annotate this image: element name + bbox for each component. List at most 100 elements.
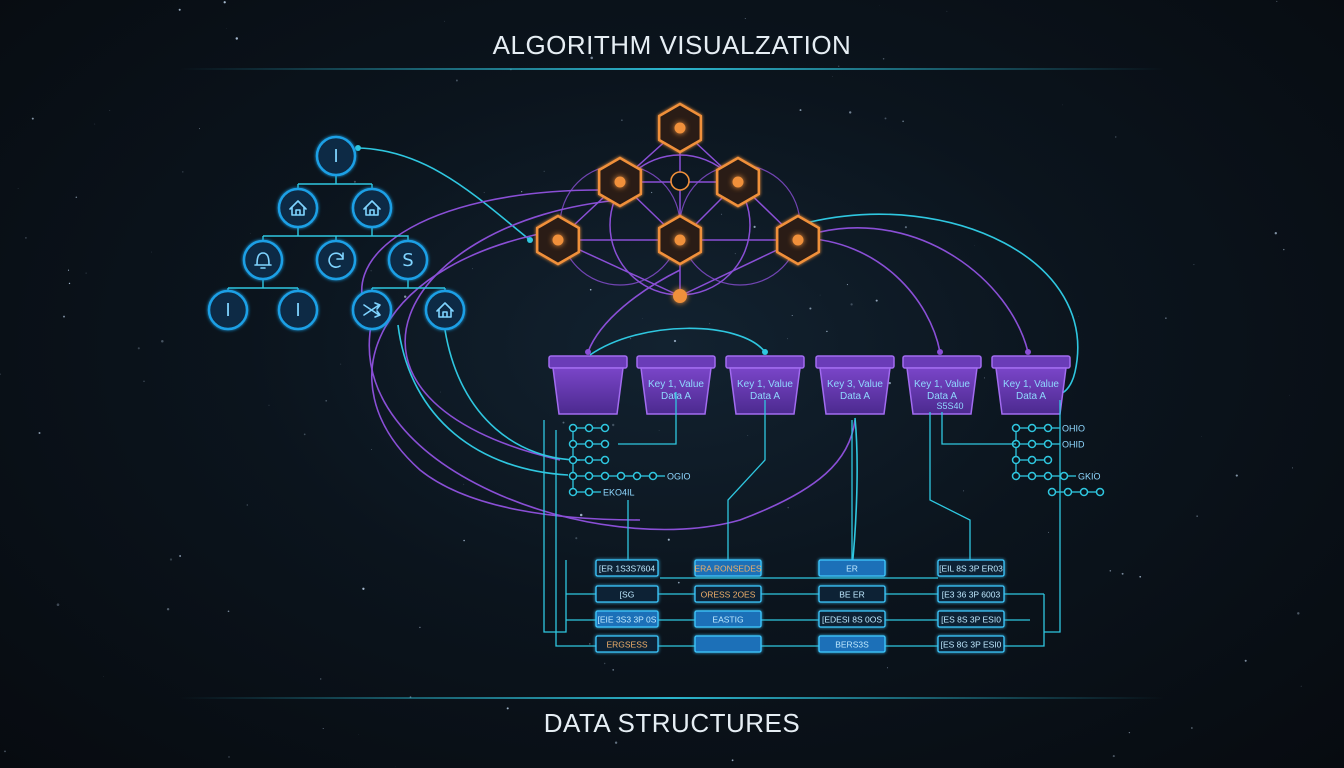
- chain-node: [632, 471, 642, 481]
- star: [744, 17, 746, 20]
- table-cell: [818, 635, 886, 653]
- chain-node: [1043, 423, 1053, 433]
- tree-edge: [298, 174, 372, 185]
- hex-node-core: [552, 234, 564, 246]
- chain-node: [1027, 455, 1037, 465]
- star: [589, 643, 591, 645]
- bucket-value-text: Data A: [750, 391, 780, 402]
- hex-node-core: [674, 234, 686, 246]
- hex-node-core: [792, 234, 804, 246]
- house-icon: [436, 302, 454, 318]
- star: [621, 119, 623, 121]
- table-cell-text: [SG: [620, 590, 635, 600]
- star: [904, 226, 907, 229]
- star: [103, 676, 104, 677]
- star: [161, 339, 164, 343]
- tree-node: [424, 289, 466, 331]
- house-icon: [289, 200, 307, 216]
- star: [63, 315, 65, 318]
- star: [1121, 572, 1124, 575]
- star: [227, 610, 230, 613]
- star: [1276, 0, 1278, 2]
- star: [589, 288, 592, 291]
- star: [38, 432, 41, 434]
- star: [791, 314, 793, 317]
- chain-label: GKIO: [1078, 472, 1101, 482]
- icon-path: [436, 302, 454, 318]
- hex-node-core: [614, 176, 626, 188]
- link-cyan: [589, 327, 766, 356]
- table-cell: [818, 585, 886, 603]
- tree-node-label: I: [295, 300, 300, 321]
- star: [850, 303, 853, 306]
- table-wire: [555, 430, 1045, 647]
- star: [1115, 136, 1117, 138]
- star: [463, 483, 465, 485]
- link-cyan: [851, 417, 858, 569]
- star: [799, 109, 802, 112]
- table-cell: [937, 559, 1005, 577]
- chain-label: OGIO: [667, 472, 691, 482]
- star: [340, 363, 342, 365]
- table-cell-text: ERGSESS: [606, 640, 647, 650]
- tree-node-label: I: [225, 300, 230, 321]
- star: [404, 295, 407, 298]
- chain-node: [568, 423, 578, 433]
- star: [1291, 467, 1294, 469]
- star: [612, 423, 615, 427]
- star: [849, 111, 852, 114]
- star: [1196, 515, 1198, 517]
- table-cell-text: [EDESI 8S 0OS: [822, 615, 882, 625]
- table-cell: [818, 559, 886, 577]
- star: [963, 490, 965, 492]
- chain-node: [1027, 439, 1037, 449]
- star: [902, 120, 904, 123]
- bucket-lid: [902, 355, 982, 369]
- tree-node: [315, 135, 357, 177]
- star: [25, 237, 27, 239]
- bucket-lid: [815, 355, 895, 369]
- link-purple: [819, 227, 1029, 353]
- hex-node-core: [674, 122, 686, 134]
- table-cell-text: [ER 1S3S7604: [599, 564, 656, 574]
- star: [322, 728, 324, 730]
- chain-node: [584, 471, 594, 481]
- link-cyan: [809, 213, 1079, 395]
- star: [787, 338, 788, 340]
- chain-node: [648, 471, 658, 481]
- star: [137, 347, 140, 350]
- chain-node: [568, 471, 578, 481]
- chain-node: [1095, 487, 1105, 497]
- star: [228, 756, 230, 758]
- hex-graph: [535, 102, 821, 303]
- chain-node: [1043, 471, 1053, 481]
- star: [235, 37, 239, 40]
- tree-node: [315, 239, 357, 281]
- star: [325, 399, 328, 402]
- star: [303, 433, 306, 436]
- star: [1112, 755, 1115, 758]
- star: [667, 538, 670, 541]
- tree-node: [242, 239, 284, 281]
- link-cyan: [444, 329, 581, 461]
- house-icon: [363, 200, 381, 216]
- chain-node: [584, 487, 594, 497]
- bottom-divider: [180, 697, 1164, 699]
- star: [223, 1, 226, 4]
- bucket-key-text: Key 1, Value: [1003, 379, 1059, 390]
- star: [0, 373, 1, 375]
- star: [56, 603, 60, 606]
- star: [1047, 531, 1049, 533]
- tree-node: [277, 187, 319, 229]
- star: [875, 299, 878, 302]
- star: [614, 741, 618, 744]
- icon-path: [328, 252, 344, 268]
- star: [720, 213, 723, 215]
- star: [444, 20, 445, 22]
- star-field: [0, 0, 1302, 768]
- chain-label: OHIO: [1062, 424, 1085, 434]
- star: [884, 117, 887, 120]
- table-cell-text: [ES 8S 3P ESI0: [941, 615, 1001, 625]
